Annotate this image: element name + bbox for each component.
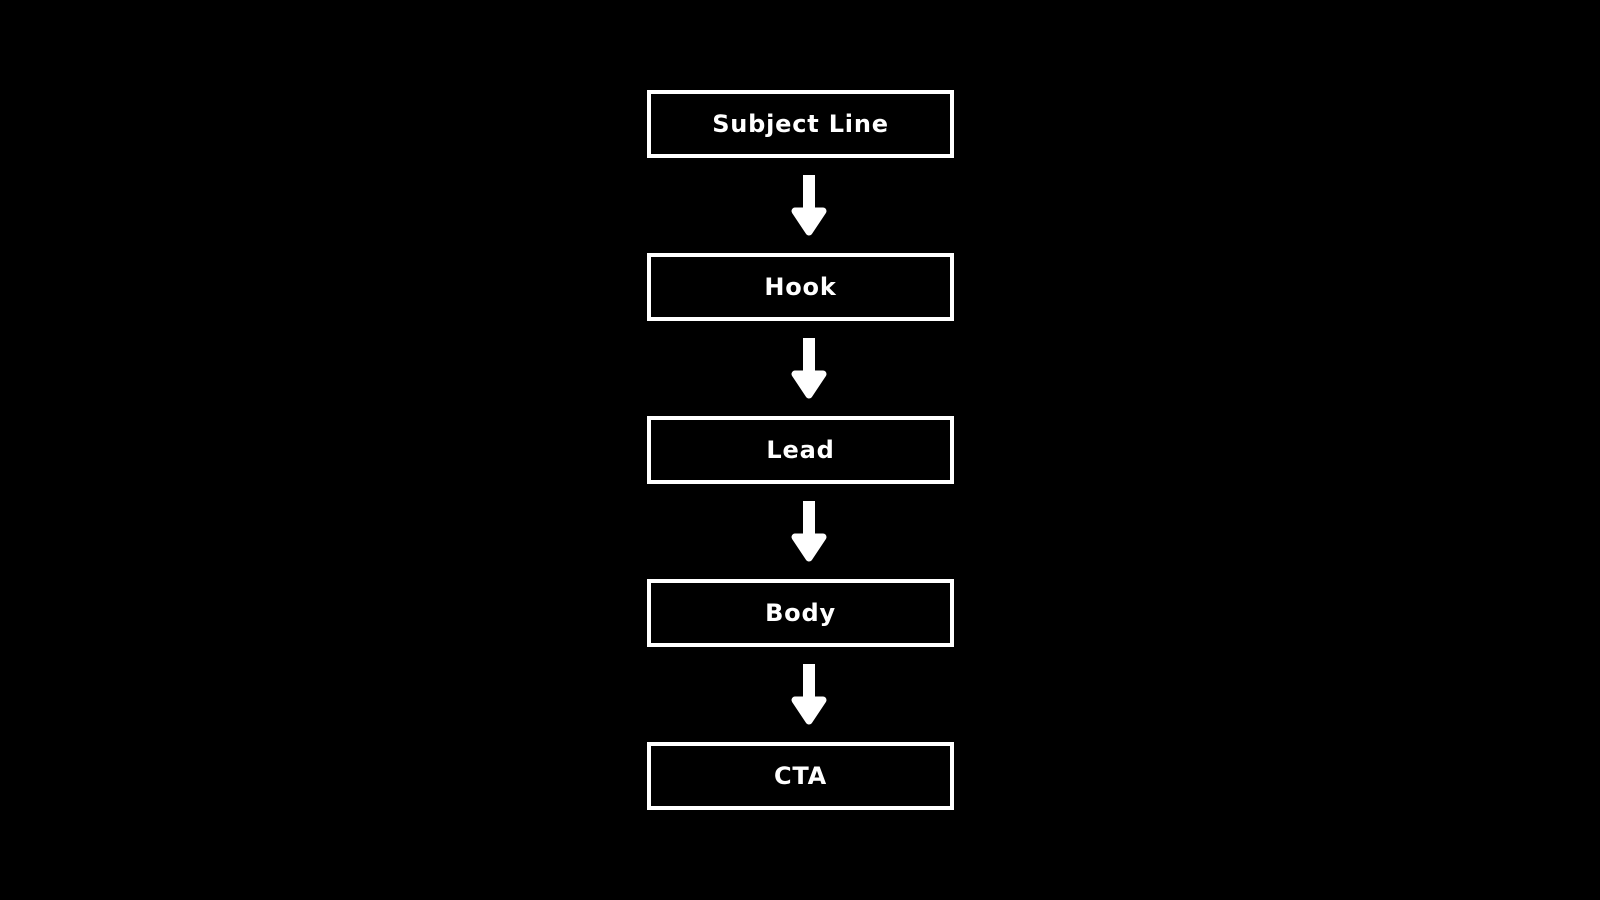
node-hook-label: Hook [764,273,837,301]
node-cta: CTA [647,742,954,810]
edge-body-to-cta [647,647,954,742]
arrow-down-icon [791,663,826,724]
edge-hook-to-lead [647,321,954,416]
email-structure-flowchart: Subject Line Hook Lead [647,90,954,810]
node-lead: Lead [647,416,954,484]
node-body-label: Body [765,599,836,627]
edge-subject-line-to-hook [647,158,954,253]
node-body: Body [647,579,954,647]
node-cta-label: CTA [773,762,828,790]
arrow-down-icon [791,174,826,235]
arrow-down-icon [791,337,826,398]
node-subject-line: Subject Line [647,90,954,158]
node-subject-line-label: Subject Line [712,110,889,138]
arrow-down-icon [791,500,826,561]
node-lead-label: Lead [766,436,835,464]
node-hook: Hook [647,253,954,321]
edge-lead-to-body [647,484,954,579]
